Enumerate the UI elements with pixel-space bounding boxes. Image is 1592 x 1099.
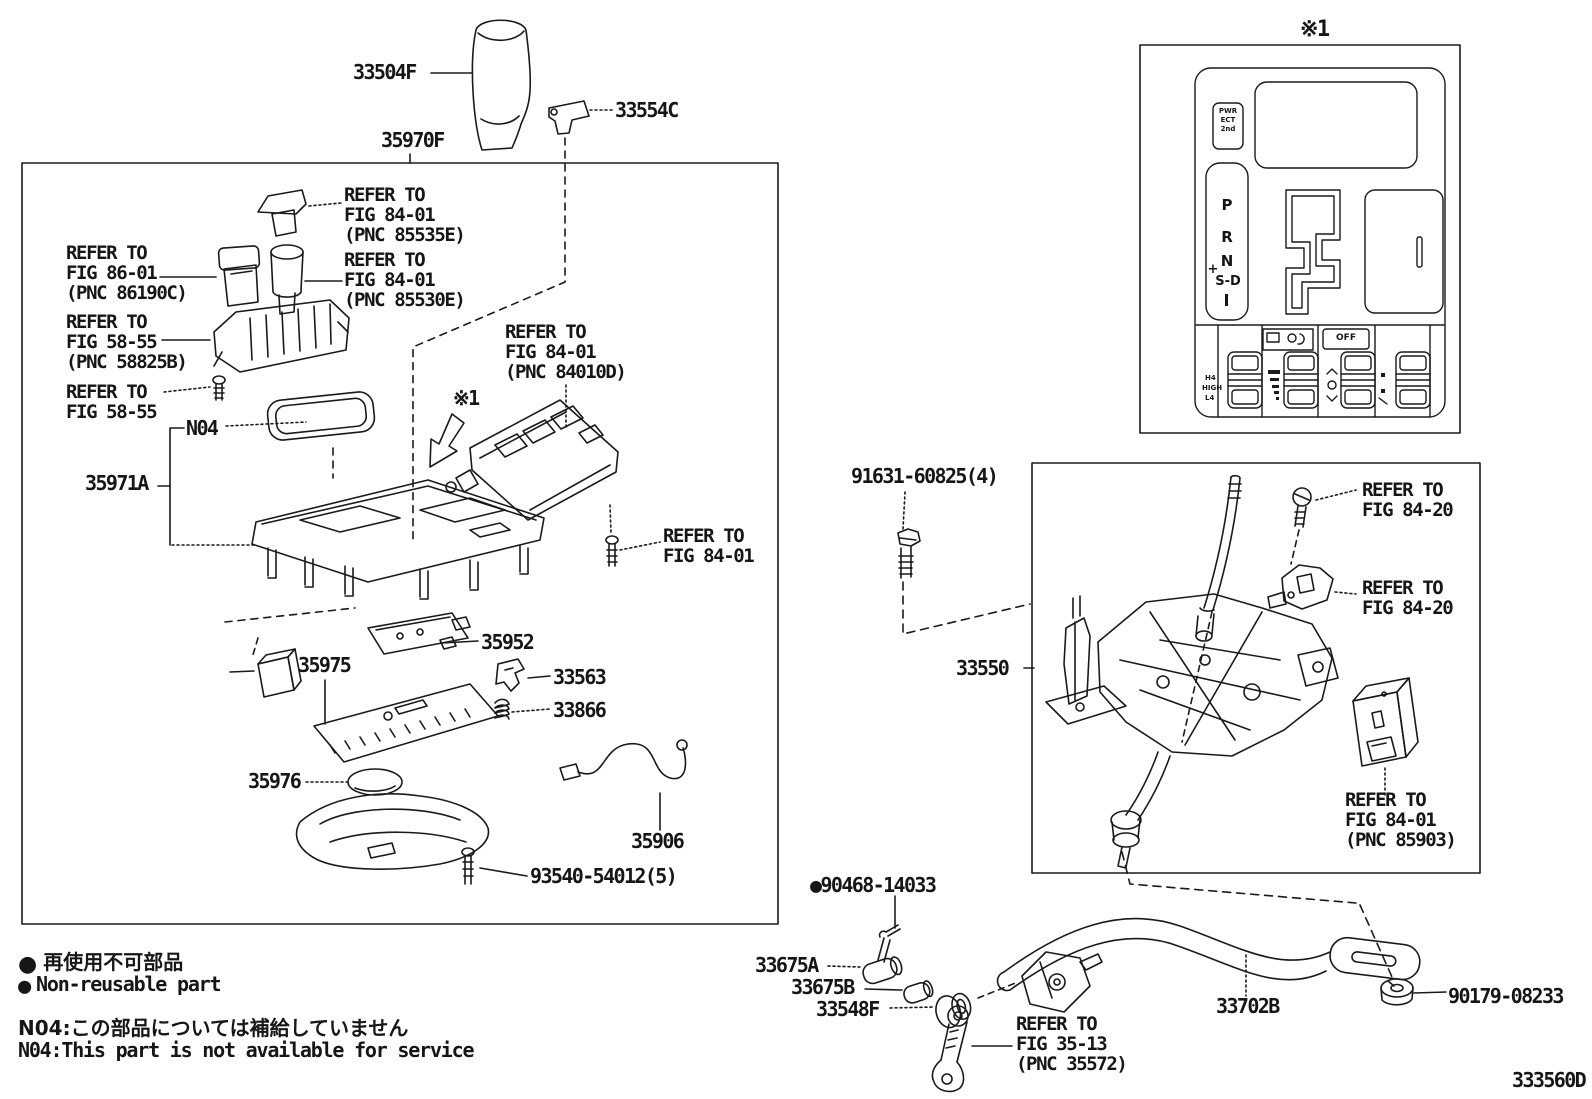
sketch-panel-switch — [159, 245, 261, 307]
panel-gear-r: R — [1221, 228, 1233, 246]
panel-transfer-l4: L4 — [1205, 394, 1215, 402]
ref-label-86190c: REFER TO FIG 86-01 (PNC 86190C) — [66, 242, 188, 304]
ref-label-58825b: REFER TO FIG 58-55 (PNC 58825B) — [66, 311, 188, 373]
panel-sd: S-D — [1215, 274, 1241, 289]
panel-gear-p: P — [1221, 196, 1233, 214]
sketch-bushing-33675a — [862, 956, 903, 985]
panel-off-label: OFF — [1336, 333, 1356, 343]
part-label-35970f: 35970F — [381, 128, 445, 152]
part-label-93540: 93540-54012(5) — [530, 864, 678, 888]
ref-label-8420-bracket: REFER TO FIG 84-20 — [1362, 577, 1454, 619]
part-label-35976: 35976 — [248, 769, 302, 793]
ref-label-5855: REFER TO FIG 58-55 — [66, 381, 158, 423]
part-label-35952: 35952 — [481, 630, 535, 654]
panel-mode-badge: PWR ECT 2nd — [1218, 107, 1238, 133]
sketch-relay — [229, 648, 302, 698]
legend-n04-en: N04:This part is not available for servi… — [18, 1038, 475, 1062]
part-label-90179: 90179-08233 — [1448, 984, 1564, 1008]
legend-nonreusable-jp: ●再使用不可部品 — [18, 950, 184, 977]
sketch-control-module — [1352, 677, 1419, 798]
marker-note1-inline: ※1 — [453, 386, 480, 410]
sketch-heater-control — [161, 299, 350, 373]
part-label-33504f: 33504F — [353, 60, 417, 84]
panel-plus: + — [1207, 262, 1219, 277]
part-label-35906: 35906 — [631, 829, 685, 853]
ref-label-85530e: REFER TO FIG 84-01 (PNC 85530E) — [344, 249, 466, 311]
part-label-33866: 33866 — [553, 698, 607, 722]
sketch-pin-90468 — [877, 895, 901, 963]
doc-number: 333560D — [1512, 1068, 1587, 1092]
panel-minus-bar — [1225, 294, 1228, 306]
sketch-disc — [305, 768, 403, 796]
sketch-lever-assembly — [1023, 474, 1393, 978]
sketch-shift-cable — [996, 917, 1421, 1013]
sketch-wire — [559, 739, 688, 831]
sketch-console-mat — [157, 391, 376, 546]
legend-n04-jp: N04:この部品については補給していません — [18, 1016, 409, 1040]
sketch-tray — [367, 612, 479, 655]
sketch-bracket-8420 — [1267, 564, 1357, 610]
sketch-shift-knob — [430, 19, 532, 151]
part-label-33550: 33550 — [956, 656, 1010, 680]
panel-gear-n: N — [1220, 252, 1234, 270]
sketch-clip-33563 — [495, 658, 551, 692]
sketch-lighter-socket — [270, 244, 343, 315]
ref-label-84010d: REFER TO FIG 84-01 (PNC 84010D) — [505, 321, 627, 383]
sketch-spring-33866 — [494, 698, 551, 720]
panel-transfer-h4: H4 — [1205, 374, 1216, 382]
nonreusable-bullet: ● — [810, 873, 822, 897]
sketch-bushing-33675b — [903, 980, 934, 1004]
part-label-33702b: 33702B — [1216, 994, 1280, 1018]
legend-nonreusable-en: ●Non-reusable part — [18, 972, 222, 999]
note1-arrow — [429, 413, 465, 468]
sketch-lower-cover — [295, 793, 528, 885]
part-label-35971a: 35971A — [85, 471, 149, 495]
console-parts-box — [21, 162, 779, 925]
part-label-33675a: 33675A — [755, 953, 819, 977]
sketch-indicator-panel — [1194, 67, 1446, 418]
sketch-swing-arm — [931, 1005, 1013, 1093]
sketch-knob-button — [412, 100, 613, 541]
ref-label-85903: REFER TO FIG 84-01 (PNC 85903) — [1345, 789, 1457, 851]
part-label-91631: 91631-60825(4) — [851, 464, 999, 488]
part-label-90468: ●90468-14033 — [810, 873, 937, 897]
sketch-console-upper-panel — [224, 479, 545, 659]
sketch-grommet-90179 — [1380, 978, 1447, 1006]
sketch-slide-plate — [313, 679, 499, 763]
ref-label-8420-screw: REFER TO FIG 84-20 — [1362, 479, 1454, 521]
ref-label-3513: REFER TO FIG 35-13 (PNC 35572) — [1016, 1013, 1128, 1075]
ref-label-85535e: REFER TO FIG 84-01 (PNC 85535E) — [344, 184, 466, 246]
part-label-33554c: 33554C — [615, 98, 679, 122]
sketch-hazard-button — [257, 189, 342, 237]
marker-note1-panel: ※1 — [1300, 17, 1330, 42]
note-label-n04: N04 — [186, 416, 219, 440]
part-label-35975: 35975 — [298, 653, 352, 677]
part-label-33548f: 33548F — [816, 997, 880, 1021]
indicator-panel-box — [1139, 44, 1461, 434]
part-label-33563: 33563 — [553, 665, 607, 689]
sketch-switch-assembly — [445, 384, 661, 567]
ref-label-8401-screw: REFER TO FIG 84-01 — [663, 525, 755, 567]
part-label-33675b: 33675B — [791, 975, 855, 999]
sketch-bolt-91631 — [897, 491, 1031, 635]
panel-transfer-high: HIGH — [1202, 384, 1223, 392]
sketch-screw-8420 — [1290, 487, 1357, 565]
sketch-screw-5855 — [163, 375, 226, 401]
